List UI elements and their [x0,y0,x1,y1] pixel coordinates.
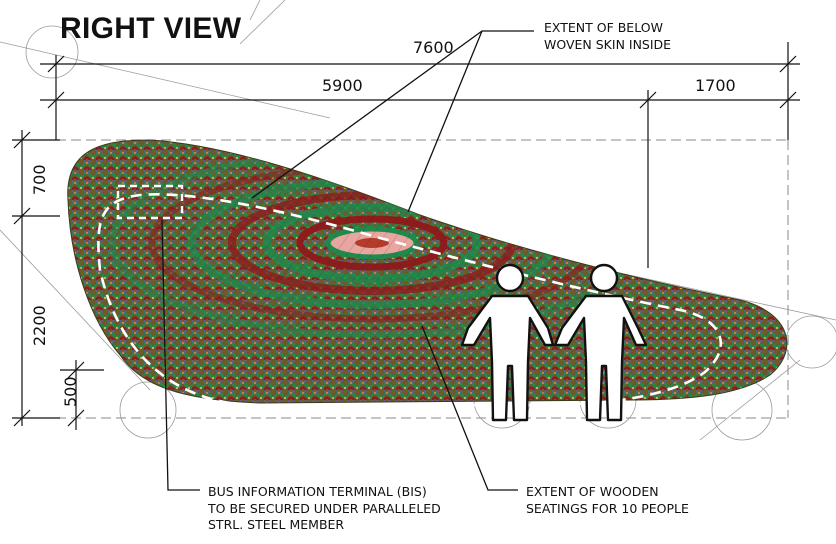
person-body [460,294,555,422]
dimension-top-height: 700 [30,164,49,195]
leader-lines [161,30,534,491]
annotation-woven-skin: EXTENT OF BELOW WOVEN SKIN INSIDE [544,20,672,52]
woven-pod [67,139,788,404]
annotation-wooden-seatings: EXTENT OF WOODEN SEATINGS FOR 10 PEOPLE [526,484,689,516]
person-head [589,263,619,293]
annotation-bus-terminal: BUS INFORMATION TERMINAL (BIS) TO BE SEC… [208,484,441,532]
view-title: RIGHT VIEW [60,12,242,45]
dimension-overall-width: 7600 [413,38,454,57]
seating-extent-dashed-line [97,193,723,407]
dimension-lines [12,42,800,430]
person-body [553,294,648,422]
person-head [495,263,525,293]
dimension-base-height: 500 [61,376,80,407]
dimension-main-width: 5900 [322,76,363,95]
dimension-body-height: 2200 [30,305,49,346]
people-figures [460,263,648,422]
dimension-side-width: 1700 [695,76,736,95]
outline-dashed-box [56,139,789,419]
